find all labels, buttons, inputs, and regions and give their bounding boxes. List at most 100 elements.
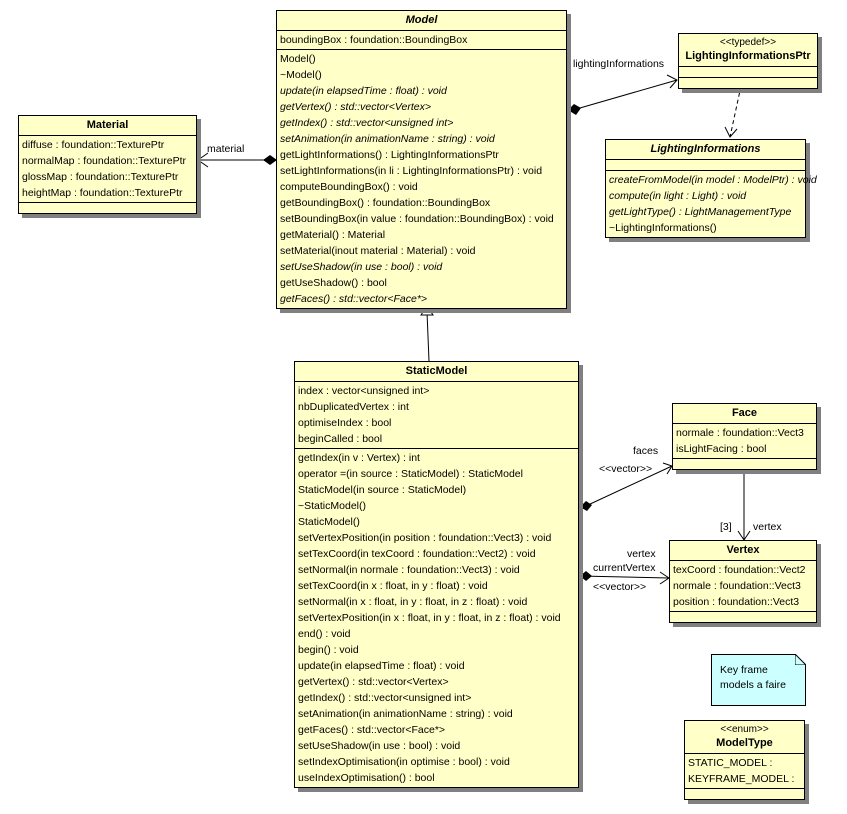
faces-stereotype-label: <<vector>> — [599, 463, 653, 475]
attributes-section: index : vector<unsigned int> nbDuplicate… — [295, 382, 578, 449]
faces-association-line[interactable] — [587, 465, 673, 506]
operations-section — [685, 789, 804, 799]
literals-section: STATIC_MODEL : KEYFRAME_MODEL : — [685, 754, 804, 789]
class-name: ModelType — [716, 737, 773, 749]
generalization-triangle — [420, 305, 434, 316]
note-keyframe[interactable]: Key frame models a faire — [711, 654, 806, 706]
class-face[interactable]: Face normale : foundation::Vect3 isLight… — [672, 403, 817, 470]
vertex-association-line[interactable] — [579, 575, 670, 579]
class-material[interactable]: Material diffuse : foundation::TexturePt… — [18, 115, 197, 214]
attribute: normalMap : foundation::TexturePtr — [22, 155, 187, 167]
operation: getBoundingBox() : foundation::BoundingB… — [280, 197, 491, 209]
operations-section — [673, 459, 816, 469]
class-lighting-informations[interactable]: LightingInformations createFromModel(in … — [605, 139, 817, 238]
attributes-section: boundingBox : foundation::BoundingBox — [277, 31, 566, 50]
material-role-label: material — [207, 143, 245, 155]
enum-literal: KEYFRAME_MODEL : — [688, 773, 795, 785]
attributes-section: texCoord : foundation::Vect2 normale : f… — [670, 561, 816, 612]
operation: ~StaticModel() — [298, 500, 366, 512]
attribute: beginCalled : bool — [298, 433, 383, 445]
lighting-arrow-head — [666, 74, 678, 89]
class-stereotype: <<typedef>> — [719, 37, 777, 48]
operation: setVertexPosition(in position : foundati… — [298, 532, 552, 544]
dependency-arrow-head — [724, 126, 738, 138]
enum-literal: STATIC_MODEL : — [688, 757, 773, 769]
attributes-section — [606, 160, 805, 171]
typedef-dependency-line[interactable] — [729, 85, 742, 138]
class-name: Material — [86, 119, 129, 131]
operations-section: createFromModel(in model : ModelPtr) : v… — [606, 171, 817, 237]
operation: getFaces() : std::vector<Face*> — [298, 724, 446, 736]
operation: getLightType() : LightManagementType — [609, 206, 792, 218]
operation: getMaterial() : Material — [280, 229, 386, 241]
operation: setNormal(in normale : foundation::Vect3… — [298, 564, 520, 576]
operation: getUseShadow() : bool — [280, 277, 387, 289]
operation: ~Model() — [280, 69, 322, 81]
vertex-composition-diamond — [580, 571, 592, 581]
operation: getIndex() : std::vector<unsigned int> — [298, 692, 472, 704]
attributes-section: diffuse : foundation::TexturePtr normalM… — [19, 136, 196, 203]
material-arrow-head — [197, 152, 209, 168]
class-lighting-informations-ptr[interactable]: <<typedef>> LightingInformationsPtr — [678, 33, 818, 89]
operation: getIndex(in v : Vertex) : int — [298, 452, 420, 464]
generalization-line[interactable] — [426, 311, 430, 362]
class-name: Model — [405, 14, 438, 26]
operation: setIndexOptimisation(in optimise : bool)… — [298, 756, 510, 768]
operation: getVertex() : std::vector<Vertex> — [280, 101, 431, 113]
attribute: diffuse : foundation::TexturePtr — [22, 139, 165, 151]
operation: computeBoundingBox() : void — [280, 181, 418, 193]
vertex-stereotype-label: <<vector>> — [593, 581, 647, 593]
operation: update(in elapsedTime : float) : void — [280, 85, 447, 97]
attribute: nbDuplicatedVertex : int — [298, 401, 409, 413]
class-static-model[interactable]: StaticModel index : vector<unsigned int>… — [294, 361, 579, 788]
vertex-role-label: vertex — [627, 548, 656, 560]
operation: getFaces() : std::vector<Face*> — [280, 293, 428, 305]
attribute: boundingBox : foundation::BoundingBox — [280, 34, 468, 46]
class-name: LightingInformationsPtr — [685, 50, 811, 62]
attribute: isLightFacing : bool — [676, 443, 767, 455]
attribute: position : foundation::Vect3 — [673, 596, 800, 608]
operation: createFromModel(in model : ModelPtr) : v… — [609, 174, 817, 186]
operation: compute(in light : Light) : void — [609, 190, 747, 202]
note-line: models a faire — [720, 679, 786, 691]
class-name: StaticModel — [405, 365, 468, 377]
operation: setTexCoord(in texCoord : foundation::Ve… — [298, 548, 536, 560]
attribute: texCoord : foundation::Vect2 — [673, 564, 806, 576]
operation: setAnimation(in animationName : string) … — [280, 133, 495, 145]
operation: StaticModel(in source : StaticModel) — [298, 484, 467, 496]
operation: ~LightingInformations() — [609, 222, 717, 234]
faces-composition-diamond — [580, 501, 592, 511]
face-vertex-multiplicity: [3] — [720, 521, 732, 533]
operation: setBoundingBox(in value : foundation::Bo… — [280, 213, 554, 225]
lighting-composition-diamond — [568, 104, 581, 115]
class-model[interactable]: Model boundingBox : foundation::Bounding… — [276, 10, 567, 309]
attribute: index : vector<unsigned int> — [298, 385, 430, 397]
lighting-association-line[interactable] — [572, 79, 678, 111]
attribute: normale : foundation::Vect3 — [676, 427, 804, 439]
operation: setLightInformations(in li : LightingInf… — [280, 165, 543, 177]
operation: setNormal(in x : float, in y : float, in… — [298, 596, 528, 608]
class-name: Face — [731, 407, 758, 419]
attribute: glossMap : foundation::TexturePtr — [22, 171, 179, 183]
operation: getVertex() : std::vector<Vertex> — [298, 676, 449, 688]
attribute: optimiseIndex : bool — [298, 417, 392, 429]
attribute: heightMap : foundation::TexturePtr — [22, 187, 183, 199]
operation: useIndexOptimisation() : bool — [298, 772, 435, 784]
class-name: Vertex — [726, 544, 760, 556]
operation: Model() — [280, 53, 316, 65]
attributes-section — [679, 67, 817, 78]
material-composition-diamond — [263, 155, 277, 165]
class-model-type[interactable]: <<enum>> ModelType STATIC_MODEL : KEYFRA… — [684, 720, 805, 800]
operations-section: Model() ~Model() update(in elapsedTime : f… — [277, 50, 566, 308]
class-vertex[interactable]: Vertex texCoord : foundation::Vect2 norm… — [669, 540, 817, 623]
operations-section — [679, 78, 817, 88]
operation: setAnimation(in animationName : string) … — [298, 708, 513, 720]
note-line: Key frame — [720, 664, 768, 676]
attributes-section: normale : foundation::Vect3 isLightFacin… — [673, 424, 816, 459]
operation: setVertexPosition(in x : float, in y : f… — [298, 612, 561, 624]
operation: setTexCoord(in x : float, in y : float) … — [298, 580, 488, 592]
operation: getIndex() : std::vector<unsigned int> — [280, 117, 454, 129]
operation: StaticModel() — [298, 516, 360, 528]
operations-section — [670, 612, 816, 622]
